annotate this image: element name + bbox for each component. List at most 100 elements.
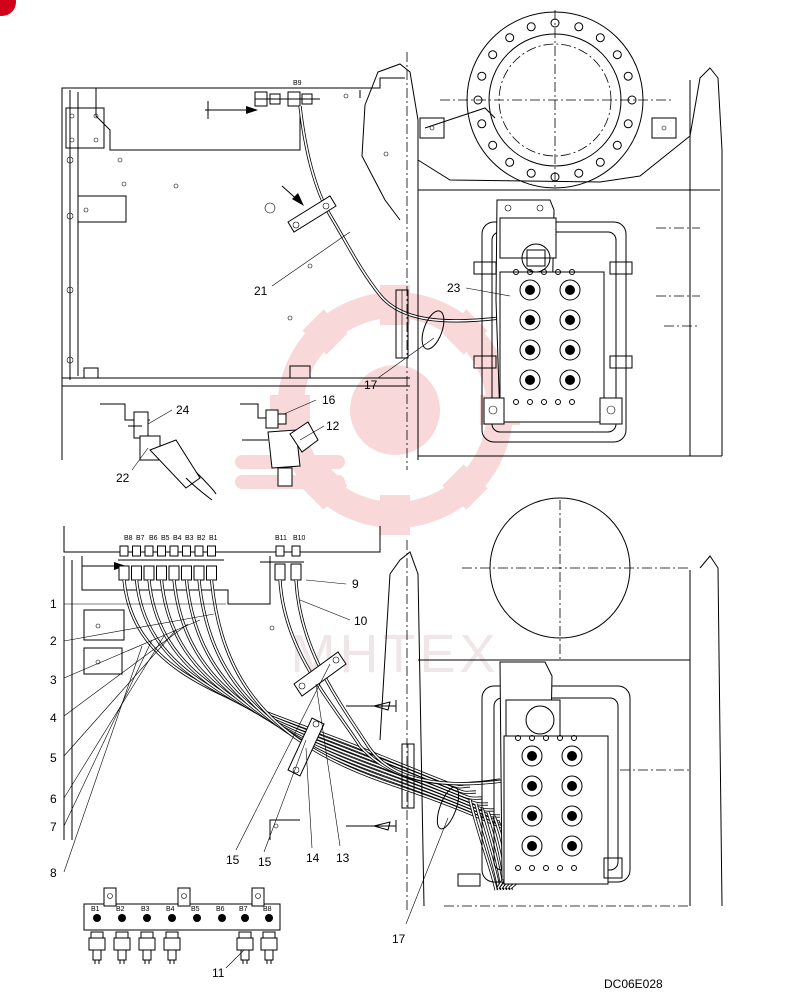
bolt-hole-icon — [477, 119, 487, 129]
bolt-hole-icon — [612, 50, 622, 60]
bolt-hole-icon — [505, 157, 515, 167]
hose-fitting-icon — [182, 545, 191, 557]
detail-port-label-b2: B2 — [116, 906, 125, 913]
valve-port-icon — [559, 339, 581, 361]
valve-port-icon — [559, 369, 581, 391]
hose-fitting-icon — [207, 545, 216, 557]
valve-port-icon — [521, 775, 543, 797]
port-icon — [168, 914, 176, 922]
drawing-code: DC06E028 — [604, 977, 663, 991]
hose-fitting-icon — [119, 545, 129, 557]
bolt-hole-icon — [488, 140, 498, 150]
callout-3: 3 — [50, 673, 57, 687]
bolt-hole-icon — [595, 157, 605, 167]
callout-15a: 15 — [226, 853, 240, 867]
port-icon — [218, 914, 226, 922]
valve-port-icon — [519, 309, 541, 331]
sensor-fitting-icon — [165, 931, 179, 939]
bottom-ports-b10: B10 — [293, 535, 306, 542]
bottom-ports-b11: B11 — [275, 535, 287, 542]
bottom-ports-b3: B3 — [185, 535, 194, 542]
corner-mark-icon — [0, 0, 16, 16]
callout-21: 21 — [254, 284, 268, 298]
callout-15b: 15 — [258, 855, 272, 869]
sensor-fitting-icon — [238, 931, 252, 939]
valve-port-icon — [559, 279, 581, 301]
valve-port-icon — [521, 745, 543, 767]
callout-14: 14 — [306, 851, 320, 865]
valve-port-icon — [561, 835, 583, 857]
callout-9: 9 — [352, 577, 359, 591]
control-valve-bottom — [457, 661, 623, 887]
swing-bearing-top — [440, 10, 672, 190]
callout-11: 11 — [212, 966, 225, 980]
bottom-ports-b4: B4 — [173, 535, 182, 542]
callout-10: 10 — [354, 614, 368, 628]
detail-port-label-b5: B5 — [191, 906, 200, 913]
hose-clamp-15a — [293, 651, 347, 697]
bottom-ports-b5: B5 — [161, 535, 170, 542]
sensor-fitting-icon — [262, 931, 276, 939]
bolt-hole-icon — [488, 50, 498, 60]
valve-port-icon — [559, 309, 581, 331]
detail-port-label-b3: B3 — [141, 906, 150, 913]
hose-fitting-icon — [169, 545, 179, 557]
port-icon — [143, 914, 151, 922]
callout-5: 5 — [50, 751, 57, 765]
port-icon — [265, 914, 273, 922]
callout-2: 2 — [50, 634, 57, 648]
callout-7: 7 — [50, 820, 57, 834]
callout-22: 22 — [116, 471, 130, 485]
hose-clamp-15b — [287, 717, 325, 777]
bolt-hole-icon — [595, 33, 605, 43]
callout-17-bottom: 17 — [392, 932, 406, 946]
bottom-ports-b1: B1 — [209, 535, 218, 542]
callout-4: 4 — [50, 711, 57, 725]
bolt-hole-icon — [627, 95, 637, 105]
hose-clamp — [287, 195, 337, 233]
sensor-fitting-icon — [140, 931, 154, 939]
b9-fitting-group — [254, 91, 320, 107]
bolt-hole-icon — [477, 71, 487, 81]
detail-port-label-b8: B8 — [263, 906, 272, 913]
bolt-hole-icon — [526, 22, 536, 32]
bolt-hole-icon — [473, 95, 483, 105]
bolt-hole-icon — [612, 140, 622, 150]
b9-port-label: B9 — [293, 80, 302, 87]
bolt-hole-icon — [526, 168, 536, 178]
hose-fitting-icon — [132, 545, 141, 557]
callout-12: 12 — [326, 419, 340, 433]
sensor-fitting-icon — [115, 931, 129, 939]
detail-port-label-b6: B6 — [216, 906, 225, 913]
valve-port-icon — [521, 805, 543, 827]
detail-port-label-b7: B7 — [239, 906, 248, 913]
hose-fitting-icon — [275, 545, 285, 557]
fitting-block-detail: B1 B2 B3 B4 B5 B6 B7 B8 11 — [83, 887, 281, 980]
callout-24: 24 — [176, 403, 190, 417]
sensor-fitting-icon — [90, 931, 104, 939]
bolt-hole-icon — [574, 168, 584, 178]
port-icon — [118, 914, 126, 922]
port-icon — [193, 914, 201, 922]
port-icon — [93, 914, 101, 922]
callout-6: 6 — [50, 792, 57, 806]
bolt-hole-icon — [623, 119, 633, 129]
bolt-hole-icon — [623, 71, 633, 81]
bolt-hole-icon — [550, 172, 560, 182]
callout-1: 1 — [50, 597, 57, 611]
valve-port-icon — [561, 745, 583, 767]
bolt-hole-icon — [505, 33, 515, 43]
hydraulic-hose — [147, 579, 483, 800]
detail-port-label-b1: B1 — [91, 906, 100, 913]
detail-port-label-b4: B4 — [166, 906, 175, 913]
valve-port-icon — [521, 835, 543, 857]
bottom-view: B8 B7 B6 B5 B4 B3 B2 B1 B11 B10 — [50, 497, 723, 946]
valve-port-icon — [519, 339, 541, 361]
bottom-ports-b7: B7 — [136, 535, 145, 542]
valve-port-icon — [519, 369, 541, 391]
top-view: B9 — [61, 10, 723, 501]
callout-23: 23 — [447, 281, 461, 295]
bolt-hole-icon — [550, 18, 560, 28]
bottom-ports-b8: B8 — [124, 535, 133, 542]
